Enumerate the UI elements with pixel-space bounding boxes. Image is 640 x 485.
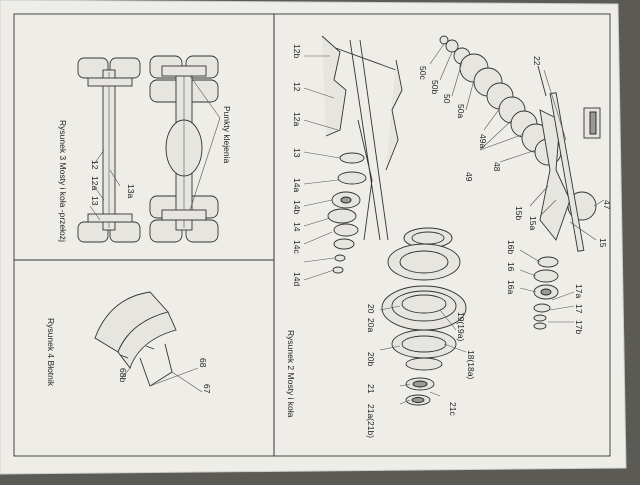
fig2-callout-17a: 17a (574, 284, 584, 298)
paper-sheet (0, 0, 626, 474)
fig2-callout-20a: 20a (366, 318, 376, 332)
fig3-caption: Rysunek 3 Mosty i koła -przełożj (58, 120, 68, 242)
fig2-leaders-wheel (379, 249, 575, 405)
fig2-callout-16: 16 (506, 262, 516, 272)
fig2-callout-16b: 16b (506, 240, 516, 254)
fig2-callout-47: 47 (602, 200, 612, 210)
fig4-callout-67: 67 (202, 384, 212, 394)
fig2-callout-21a: 21a(21b) (366, 404, 376, 438)
fig2-callout-14: 14 (292, 222, 302, 232)
fig2-callout-49a: 49a (478, 134, 488, 148)
panel-frames (13, 13, 611, 457)
fig4-callout-68b: 68b (118, 368, 128, 382)
fig3-axle-right (149, 55, 219, 243)
fig2-callout-17: 17 (574, 304, 584, 314)
fig2-callout-18: 18(18a) (466, 350, 476, 379)
fig2-wheel-parts (381, 227, 467, 406)
fig3-label-punkty: Punkty klejenia (222, 106, 232, 163)
fig2-axle-group (321, 35, 403, 274)
fig2-callout-12a: 12a (292, 112, 302, 126)
fig4-caption: Rysunek 4 Błotnik (46, 318, 56, 387)
fig2-callout-21: 21 (366, 384, 376, 394)
fig2-callout-22: 22 (532, 56, 542, 66)
fig2-callout-15: 15 (598, 238, 608, 248)
fig2-callout-48: 48 (492, 162, 502, 172)
fig2-callout-17b: 17b (574, 320, 584, 334)
fig2-callout-50a: 50a (456, 104, 466, 118)
figure-4-fender: Rysunek 4 Błotnik 68 67 68b (46, 291, 212, 394)
fig2-callout-13: 13 (292, 148, 302, 158)
fig2-callout-15b: 15b (514, 206, 524, 220)
fig2-callout-15a: 15a (528, 216, 538, 230)
fig2-callout-14b: 14b (292, 200, 302, 214)
fig2-callout-50: 50 (442, 94, 452, 104)
fig3-callout-13: 13 (90, 196, 100, 206)
figure-3-axles-wheels: Rysunek 3 Mosty i koła -przełożj Punkty … (58, 55, 232, 243)
fig2-spring-bracket (537, 65, 601, 252)
fig2-callout-21c: 21c (448, 402, 458, 416)
fig3-axle-left (77, 57, 141, 243)
fig3-callout-13a: 13a (126, 184, 136, 198)
fig2-callout-20b: 20b (366, 352, 376, 366)
fig2-caption: Rysunek 2 Mosty i koła (286, 330, 296, 418)
fig2-callout-14c: 14c (292, 240, 302, 254)
fig3-callout-12: 12 (90, 160, 100, 170)
fig2-callout-20: 20 (366, 304, 376, 314)
fig2-callout-12b: 12b (292, 44, 302, 58)
fig2-callout-16a: 16a (506, 280, 516, 294)
fig2-leaders-left (303, 55, 341, 281)
fig2-small-stack (533, 256, 559, 330)
fig2-callout-12: 12 (292, 82, 302, 92)
fig2-callout-50b: 50b (430, 80, 440, 94)
fig2-callout-19: 19(19a) (456, 312, 466, 341)
fig2-callout-14d: 14d (292, 272, 302, 286)
fig2-leaders-right (429, 43, 605, 241)
fig4-callout-68: 68 (198, 358, 208, 368)
fig2-callout-50c: 50c (418, 66, 428, 80)
fig2-callout-14a: 14a (292, 178, 302, 192)
fig3-callout-12a: 12a (90, 176, 100, 190)
fig2-callout-49: 49 (464, 172, 474, 182)
figure-2-exploded-view: Rysunek 2 Mosty i koła 12b 12 12a 13 14a… (286, 35, 612, 438)
